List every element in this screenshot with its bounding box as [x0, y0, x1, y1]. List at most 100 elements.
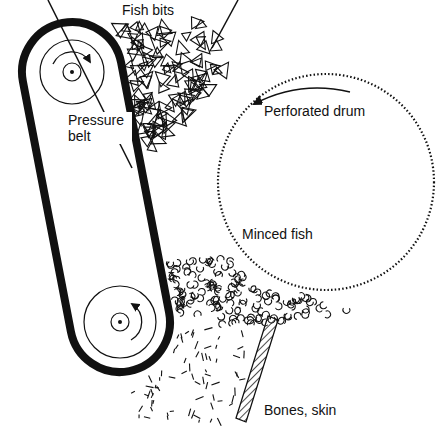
mince-particle [293, 311, 302, 320]
belt-label: Pressure belt [66, 112, 132, 144]
bone-fragment [147, 391, 150, 399]
rotation-arrow [254, 88, 350, 104]
bone-fragment [175, 345, 178, 349]
bone-fragment [241, 330, 243, 337]
bone-fragment [239, 379, 245, 380]
mince-particle [278, 316, 286, 323]
mince-particle [183, 264, 190, 270]
mince-particle [283, 313, 292, 322]
mince-particle [275, 302, 283, 311]
mince-particle [196, 266, 203, 272]
fish-bit [142, 57, 153, 66]
mince-particle [178, 291, 187, 299]
mince-particle [190, 292, 199, 300]
bone-fragment [237, 346, 243, 349]
mince-particle [256, 295, 262, 303]
fish-bit [200, 85, 217, 97]
bone-fragment [195, 382, 201, 385]
bone-fragment [167, 413, 168, 416]
bone-fragment [153, 400, 154, 404]
bone-fragment [196, 351, 199, 357]
fish-bit [147, 141, 156, 152]
output-label: Minced fish [240, 226, 315, 242]
top-pulley [40, 40, 104, 104]
mince-particle [197, 274, 206, 283]
mince-particle [206, 257, 215, 266]
bone-fragment [210, 419, 212, 423]
fish-bit [172, 92, 185, 105]
fish-bit [199, 71, 210, 81]
fish-bit [180, 53, 191, 65]
fish-bit [157, 19, 172, 36]
bone-fragment [192, 332, 194, 337]
mince-particle [174, 259, 182, 268]
bone-fragment [211, 382, 219, 385]
fish-bit [161, 54, 179, 66]
bone-fragment [202, 353, 204, 361]
mince-particle [253, 303, 260, 309]
mince-particle [204, 282, 212, 291]
mince-particle [325, 311, 331, 319]
bone-fragment [204, 328, 212, 330]
bone-fragment [159, 377, 160, 380]
mince-particle [216, 255, 224, 262]
bone-fragment [184, 358, 186, 363]
bone-fragment [243, 351, 244, 359]
mince-particle [177, 308, 185, 317]
mince-particle [239, 274, 248, 282]
bone-fragment [169, 377, 176, 378]
mince-particle [302, 306, 311, 315]
mince-particle [209, 279, 217, 288]
pressure-belt [13, 13, 178, 380]
fish-bit [128, 33, 138, 43]
mince-particle [248, 285, 256, 293]
bone-fragment [205, 374, 211, 376]
fish-bit [190, 54, 202, 68]
mince-particle [250, 285, 258, 294]
bone-fragment [216, 345, 217, 349]
bone-fragment [189, 363, 190, 371]
fish-bit [159, 82, 170, 93]
fish-bit [190, 82, 200, 94]
mince-particle [215, 271, 222, 277]
bone-fragment [229, 404, 233, 406]
bone-fragment [149, 375, 152, 382]
fish-bit [176, 40, 190, 54]
fish-bit [130, 22, 140, 33]
bone-fragment [195, 341, 198, 349]
bone-fragment [213, 394, 214, 400]
bone-fragment [139, 406, 143, 412]
mince-particle [265, 299, 272, 304]
fish-bit [162, 125, 175, 137]
bone-fragment [151, 393, 153, 398]
bone-fragment [218, 400, 223, 402]
bone-fragment [131, 391, 135, 393]
mince-particle [217, 313, 226, 322]
bone-fragment [232, 395, 234, 403]
fish-bit [210, 40, 222, 51]
mince-particle [186, 281, 195, 290]
hopper-label: Fish bits [120, 2, 176, 18]
bones-skin-pile [131, 328, 245, 426]
fish-bit [190, 32, 205, 50]
mince-particle [302, 294, 310, 303]
bottom-pulley [84, 286, 156, 358]
fish-bit [191, 17, 203, 29]
bone-fragment [196, 397, 204, 400]
fish-bit [196, 37, 205, 46]
waste-label: Bones, skin [262, 402, 338, 418]
fish-bit [205, 61, 217, 70]
bone-fragment [217, 418, 221, 426]
mince-particle [266, 290, 272, 297]
bone-fragment [161, 370, 162, 376]
mince-particle [183, 267, 192, 275]
bone-fragment [182, 371, 187, 374]
bone-fragment [144, 417, 150, 418]
mince-particle [235, 307, 241, 315]
fish-bit [191, 58, 201, 67]
fish-bit [130, 81, 143, 92]
mince-particle [254, 313, 262, 322]
mince-particle [263, 292, 271, 301]
bone-fragment [144, 394, 148, 395]
